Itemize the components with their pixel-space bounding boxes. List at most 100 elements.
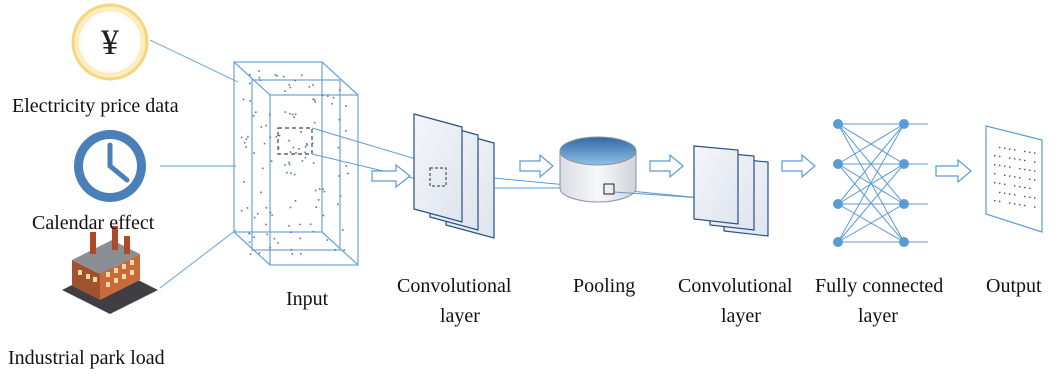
input-dot: [248, 233, 251, 235]
input-dot: [265, 206, 268, 209]
input-dot: [288, 84, 290, 86]
input-dot: [291, 113, 294, 116]
input-dot: [277, 242, 279, 244]
input-dot: [275, 136, 278, 138]
output-dot: [1034, 170, 1036, 172]
factory-icon: [62, 226, 158, 314]
output-dot: [1009, 193, 1011, 195]
input-dot: [240, 136, 243, 139]
output-dot: [1014, 176, 1016, 178]
input-dot: [290, 248, 292, 251]
input-dot: [249, 73, 251, 76]
input-dot: [243, 181, 245, 183]
arrow-conv2-fc: [781, 153, 816, 179]
input-dot: [269, 211, 272, 214]
input-dot: [318, 188, 321, 190]
input-dot: [299, 237, 301, 240]
output-dot: [1014, 185, 1016, 187]
fc-node: [899, 237, 909, 247]
input-dot: [314, 189, 317, 192]
output-dot: [1034, 161, 1036, 163]
input-dot: [246, 207, 249, 209]
output-dot: [1004, 165, 1006, 167]
input-dot: [312, 98, 315, 101]
input-dot: [300, 131, 302, 133]
input-dot: [322, 214, 325, 217]
fc-edge: [837, 203, 905, 243]
arrow-conv1-pool: [519, 153, 554, 179]
input-dot: [317, 199, 320, 201]
input-dot: [306, 144, 308, 146]
input-dot: [269, 113, 271, 116]
label-conv2-line2: layer: [721, 305, 761, 327]
input-dot: [312, 230, 315, 233]
output-dot: [1024, 168, 1026, 171]
input-dot: [343, 249, 345, 251]
label-conv2-line1: Convolutional: [678, 275, 793, 297]
input-dot: [311, 142, 314, 144]
input-dot: [269, 136, 272, 139]
output-dot: [994, 173, 996, 175]
output-dot: [1034, 206, 1036, 208]
output-dot: [999, 200, 1001, 203]
output-dot: [1009, 166, 1011, 168]
input-dot: [288, 163, 291, 166]
fc-edge: [837, 123, 905, 165]
output-dot: [1029, 196, 1031, 198]
output-dot: [1034, 197, 1036, 199]
label-conv1-line2: layer: [440, 305, 480, 327]
fully-connected-network: [833, 119, 928, 247]
input-dot: [345, 165, 348, 167]
input-dot: [255, 111, 257, 113]
output-dot: [1024, 150, 1026, 153]
input-dot: [342, 229, 344, 231]
output-dot: [1009, 202, 1011, 204]
input-dot: [282, 75, 285, 78]
fc-node: [899, 159, 909, 169]
input-dot: [323, 190, 326, 193]
output-dot: [1009, 148, 1011, 150]
input-dot: [253, 216, 256, 219]
label-conv1-line1: Convolutional: [397, 275, 512, 297]
input-dot: [266, 233, 268, 236]
input-dot: [284, 164, 286, 166]
input-dot: [286, 171, 288, 174]
input-dot: [345, 105, 347, 107]
svg-text:¥: ¥: [101, 22, 119, 62]
input-dot: [301, 160, 304, 162]
input-dot: [313, 99, 316, 101]
input-dot: [278, 134, 281, 137]
input-dot: [331, 103, 333, 105]
fc-edge: [837, 163, 905, 243]
input-dot: [273, 237, 276, 240]
input-dot: [326, 239, 329, 241]
output-dot: [1024, 204, 1026, 207]
output-dot: [1034, 152, 1036, 154]
input-dot: [338, 118, 341, 121]
input-dot: [288, 225, 290, 227]
output-dot: [999, 155, 1001, 158]
label-fc-line1: Fully connected: [815, 275, 944, 297]
input-dot: [270, 160, 273, 162]
input-dot: [271, 214, 273, 217]
input-dot: [298, 148, 300, 150]
output-dot: [994, 155, 996, 157]
input-dots: [240, 70, 349, 255]
input-dot: [242, 98, 245, 101]
input-dot: [276, 75, 278, 77]
output-dot: [999, 182, 1001, 185]
input-dot: [337, 203, 339, 206]
output-dot: [1019, 168, 1021, 170]
output-dot: [994, 164, 996, 166]
output-dot: [994, 182, 996, 184]
conv-layer-2: [693, 145, 769, 237]
input-block: [233, 61, 359, 266]
input-dot: [284, 111, 287, 113]
input-dot: [253, 152, 255, 154]
input-dot: [265, 223, 267, 226]
input-dot: [245, 146, 247, 148]
output-dot: [1024, 186, 1026, 189]
input-dot: [252, 115, 255, 117]
output-dot: [1029, 187, 1031, 189]
output-dot: [1004, 192, 1006, 194]
